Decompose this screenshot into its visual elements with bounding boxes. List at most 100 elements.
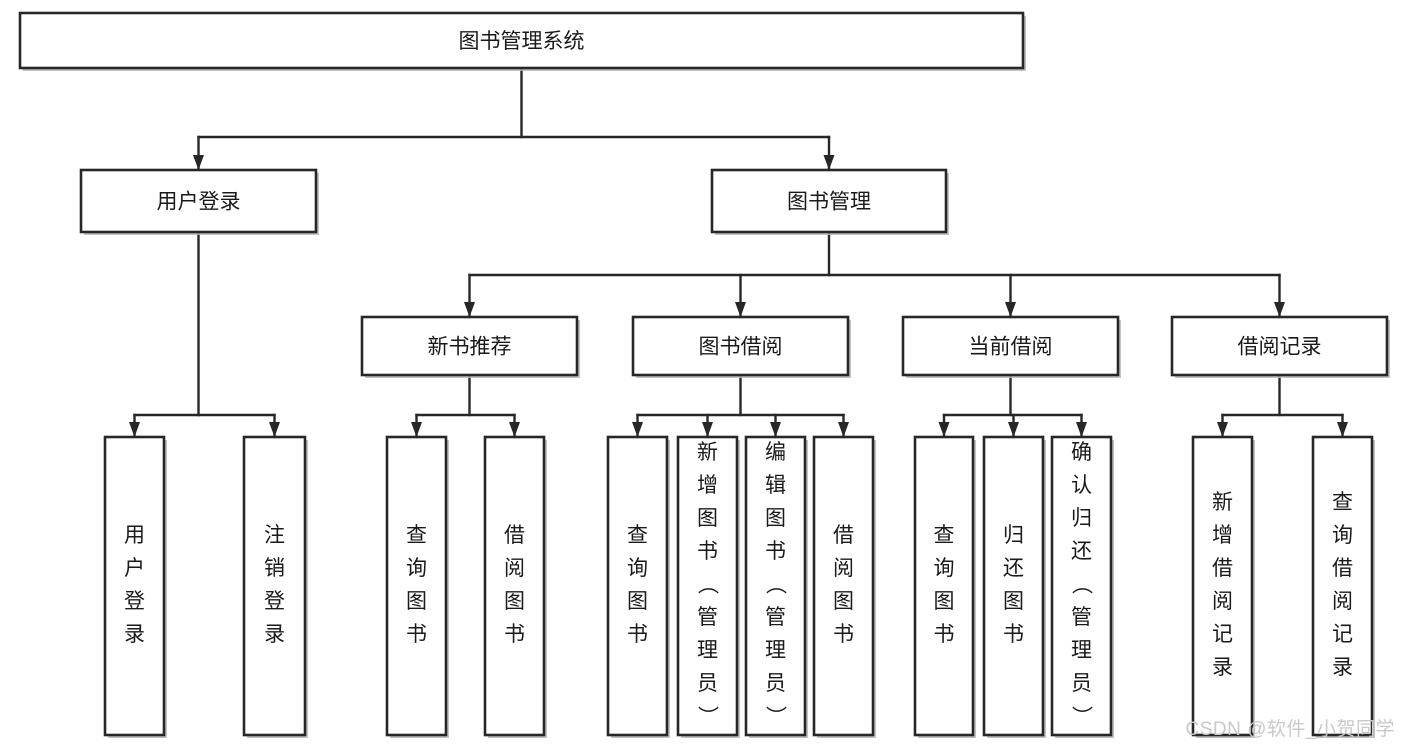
node-label-char: 阅: [504, 557, 525, 580]
node-label-char: 图: [406, 590, 427, 613]
node-layer: 图书管理系统用户登录图书管理新书推荐图书借阅当前借阅借阅记录用户登录注销登录查询…: [18, 11, 1390, 738]
node-label-char: 注: [264, 524, 285, 547]
node-label-char: 员: [765, 672, 786, 695]
node-label: 当前借阅: [969, 336, 1053, 359]
node-current-borrow[interactable]: 当前借阅: [901, 315, 1121, 378]
arrow-head-icon: [193, 155, 204, 170]
node-label: 图书借阅: [699, 336, 783, 359]
node-label-char: 新: [1212, 491, 1233, 514]
node-label-char: （: [1070, 574, 1093, 595]
node-book-borrow[interactable]: 图书借阅: [631, 315, 851, 378]
node-label-char: 记: [1212, 623, 1233, 646]
arrow-head-icon: [838, 422, 849, 437]
node-label-char: 图: [627, 590, 648, 613]
node-label-char: 用: [124, 524, 145, 547]
node-label-char: 借: [1332, 557, 1353, 580]
node-label-char: 书: [627, 623, 648, 646]
node-label: 借阅记录: [1238, 336, 1322, 359]
node-label-char: 录: [1212, 656, 1233, 679]
node-label-char: 书: [833, 623, 854, 646]
node-label-char: 还: [1003, 557, 1024, 580]
node-label-char: 书: [406, 623, 427, 646]
node-label-char: 编: [765, 441, 786, 464]
node-label-char: 图: [697, 507, 718, 530]
node-label: 图书管理系统: [459, 30, 585, 53]
node-label: 新书推荐: [428, 336, 512, 359]
node-label-char: 录: [1332, 656, 1353, 679]
node-label-char: 认: [1071, 474, 1092, 497]
arrow-head-icon: [1337, 422, 1348, 437]
edge-group-current-borrow: [938, 373, 1087, 438]
node-label-char: 借: [833, 524, 854, 547]
arrow-head-icon: [464, 302, 475, 317]
node-label-char: 理: [697, 639, 718, 662]
node-label-char: 阅: [833, 557, 854, 580]
node-leaf-user-login[interactable]: 用户登录: [103, 435, 167, 738]
node-root[interactable]: 图书管理系统: [18, 11, 1026, 71]
node-label-char: 管: [697, 606, 718, 629]
node-label-char: 图: [833, 590, 854, 613]
node-label-char: 阅: [1212, 590, 1233, 613]
arrow-head-icon: [1217, 422, 1228, 437]
node-label-char: 询: [627, 557, 648, 580]
arrow-head-icon: [770, 422, 781, 437]
node-label-char: 登: [124, 590, 145, 613]
node-label-char: 户: [124, 557, 145, 580]
arrow-head-icon: [1076, 422, 1087, 437]
arrow-head-icon: [702, 422, 713, 437]
node-label-char: 销: [264, 557, 285, 580]
node-label-char: 登: [264, 590, 285, 613]
edge-group-borrow-record: [1217, 373, 1348, 438]
node-label: 用户登录: [157, 191, 241, 214]
node-label-char: 员: [1071, 672, 1092, 695]
node-label-char: 新: [697, 441, 718, 464]
node-label-char: 录: [264, 623, 285, 646]
node-label-char: 确: [1071, 441, 1092, 464]
node-label-char: 理: [1071, 639, 1092, 662]
node-label-char: 增: [697, 474, 718, 497]
node-label-char: 询: [1332, 524, 1353, 547]
node-user-login[interactable]: 用户登录: [79, 168, 319, 235]
node-label-char: 阅: [1332, 590, 1353, 613]
node-new-book-recommend[interactable]: 新书推荐: [360, 315, 580, 378]
arrow-head-icon: [1005, 302, 1016, 317]
arrow-head-icon: [632, 422, 643, 437]
edge-group-book-manage: [464, 230, 1285, 318]
connector-layer: [129, 66, 1348, 438]
node-label-char: 查: [406, 524, 427, 547]
arrow-head-icon: [1008, 422, 1019, 437]
node-label-char: 员: [697, 672, 718, 695]
node-label-char: 管: [1071, 606, 1092, 629]
node-label-char: 辑: [765, 474, 786, 497]
node-label-char: 查: [627, 524, 648, 547]
node-borrow-record[interactable]: 借阅记录: [1170, 315, 1390, 378]
node-label-char: ）: [764, 706, 787, 727]
arrow-head-icon: [735, 302, 746, 317]
node-label-char: ）: [696, 706, 719, 727]
node-label-char: 理: [765, 639, 786, 662]
node-label-char: 图: [504, 590, 525, 613]
node-label-char: （: [696, 574, 719, 595]
node-label-char: 归: [1071, 507, 1092, 530]
node-book-manage[interactable]: 图书管理: [710, 168, 949, 235]
node-label-char: 还: [1071, 540, 1092, 563]
edge-group-user-login: [129, 230, 280, 438]
node-label-char: 管: [765, 606, 786, 629]
node-label-char: 书: [697, 540, 718, 563]
node-label-char: 书: [504, 623, 525, 646]
node-label-char: 图: [765, 507, 786, 530]
